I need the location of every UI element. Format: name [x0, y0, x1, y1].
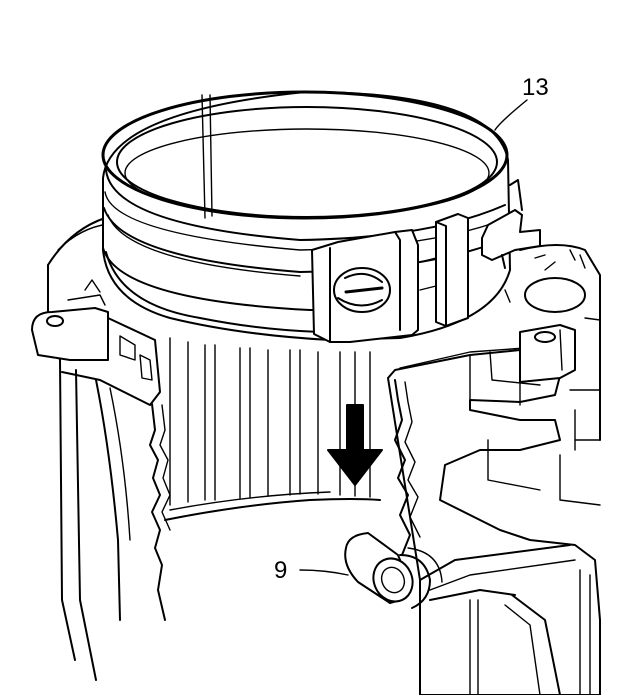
band-anchor-end [419, 179, 541, 327]
band-apply-end [311, 229, 419, 343]
anchor-pin [344, 532, 443, 609]
drum-splines [169, 337, 371, 506]
install-direction-arrow [327, 404, 383, 486]
leader-line-9 [299, 569, 349, 576]
callout-9: 9 [274, 557, 287, 584]
brake-band [101, 90, 541, 343]
transmission-case [31, 217, 601, 695]
callout-13: 13 [522, 74, 549, 101]
leader-line-13 [494, 99, 528, 131]
